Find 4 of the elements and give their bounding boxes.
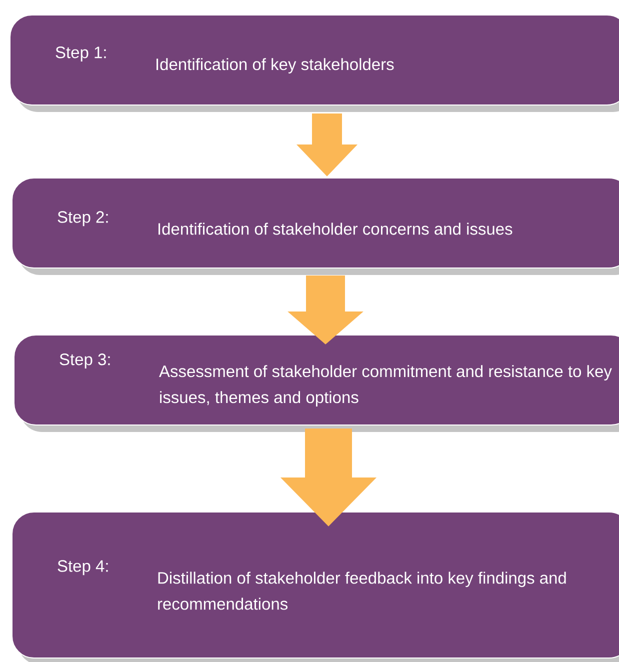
step-box: Step 2: Identification of stakeholder concerns and issues xyxy=(12,178,619,275)
step-box: Step 1: Identification of key stakeholders xyxy=(10,14,619,112)
step-box: Step 3: Assessment of stakeholder commitment and resistance to key issues, themes and options xyxy=(14,334,619,432)
step-box: Step 4: Distillation of stakeholder feedback into key findings and recommendations xyxy=(12,512,619,662)
